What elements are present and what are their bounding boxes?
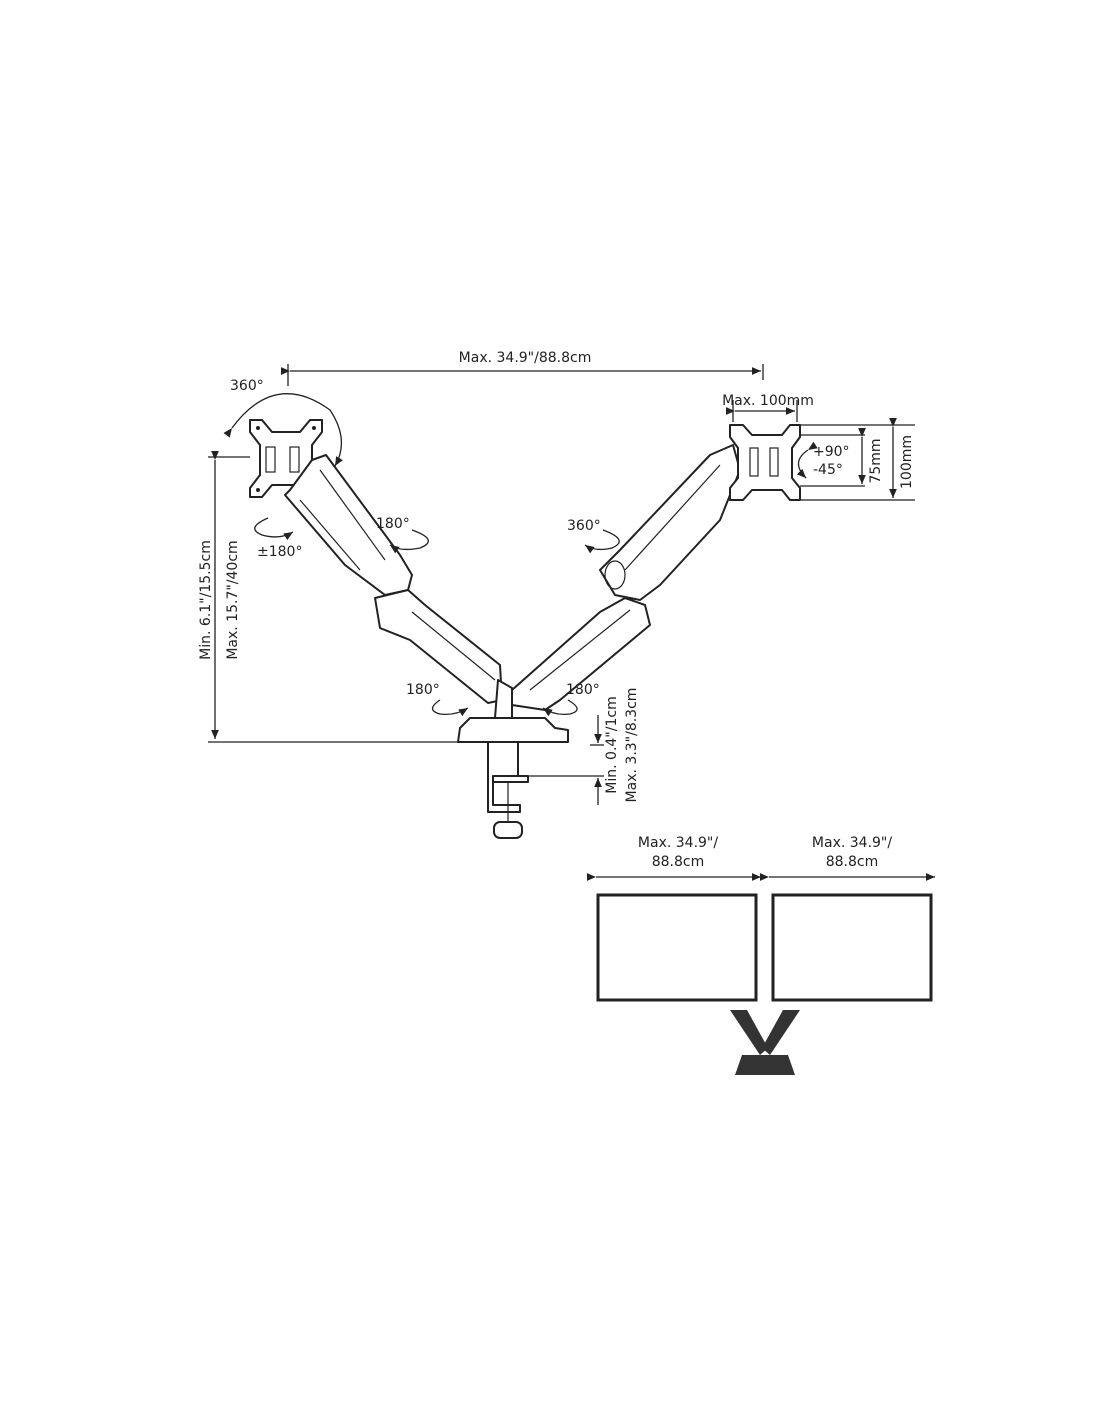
vesa-100-label: 100mm <box>899 435 915 489</box>
base-and-clamp <box>457 679 569 839</box>
rotate-arrow-icon <box>542 699 578 717</box>
rotate-360-arrow-icon <box>223 393 343 467</box>
top-width-label: Max. 34.9"/88.8cm <box>459 350 592 366</box>
left-arm <box>284 454 503 704</box>
right-monitor-icon <box>771 893 933 1002</box>
vesa-dimensions: Max. 100mm 75mm 100mm +90° -45° <box>722 393 915 501</box>
tilt-arrow-icon <box>796 441 818 479</box>
right-base-rotation-label: 180° <box>566 682 600 698</box>
vesa-max-width-label: Max. 100mm <box>722 393 814 409</box>
stand-left-arm-icon <box>730 1010 768 1055</box>
stand-right-arm-icon <box>762 1010 800 1055</box>
left-base-rotation-label: 180° <box>406 682 440 698</box>
right-arm <box>511 444 741 711</box>
height-dimension: Min. 6.1"/15.5cm Max. 15.7"/40cm <box>198 450 460 743</box>
clamp-min-label: Min. 0.4"/1cm <box>604 696 620 793</box>
right-monitor-size-unit: 88.8cm <box>826 854 879 870</box>
left-tilt-label: ±180° <box>257 544 302 560</box>
left-monitor-size-label: Max. 34.9"/ <box>638 835 718 851</box>
rotate-arrow-icon <box>431 699 469 717</box>
right-vesa-plate <box>729 424 801 501</box>
vesa-75-label: 75mm <box>868 438 884 483</box>
tilt-up-label: +90° <box>813 444 850 460</box>
right-elbow-rotation-label: 360° <box>567 518 601 534</box>
height-max-label: Max. 15.7"/40cm <box>225 540 241 659</box>
left-monitor-size-unit: 88.8cm <box>652 854 705 870</box>
clamp-max-label: Max. 3.3"/8.3cm <box>624 688 640 803</box>
tilt-down-label: -45° <box>813 462 843 478</box>
height-min-label: Min. 6.1"/15.5cm <box>198 540 214 660</box>
stand-base-icon <box>735 1055 795 1075</box>
clamp-dimension: Min. 0.4"/1cm Max. 3.3"/8.3cm <box>525 688 640 805</box>
rotate-arrow-icon <box>584 529 620 554</box>
top-width-dimension: Max. 34.9"/88.8cm <box>280 350 764 386</box>
left-monitor-icon <box>596 893 758 1002</box>
right-monitor-size-label: Max. 34.9"/ <box>812 835 892 851</box>
left-elbow-rotation-label: 180° <box>376 516 410 532</box>
rotate-arrow-icon <box>389 529 429 554</box>
rotate-arrow-icon <box>254 517 294 541</box>
dual-monitor-size-diagram: Max. 34.9"/ 88.8cm Max. 34.9"/ 88.8cm <box>586 835 935 1075</box>
left-monitor-rotation-label: 360° <box>230 378 264 394</box>
